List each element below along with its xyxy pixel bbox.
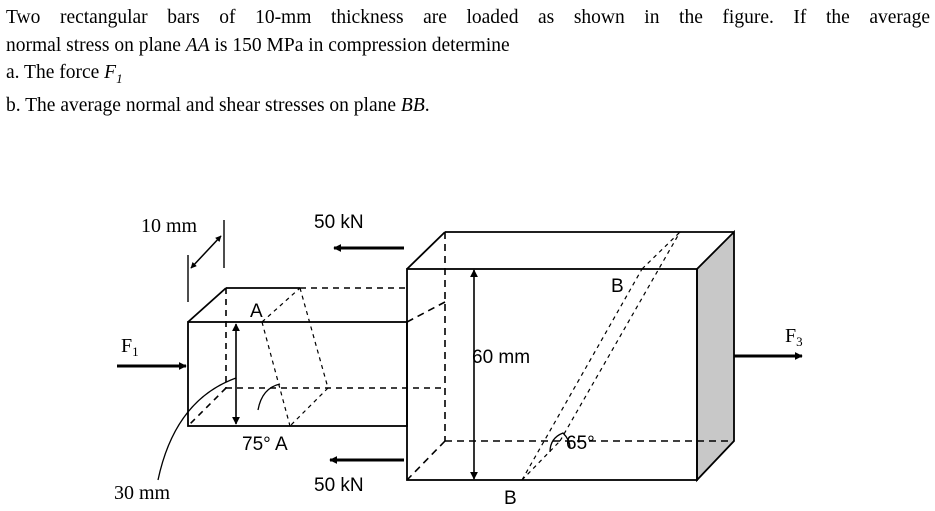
force-f3-label-main: F (785, 325, 796, 347)
thickness-dimension-line (190, 235, 222, 269)
angle-b-arc (549, 432, 571, 453)
plane-b-top-label: B (611, 276, 624, 297)
angle-a-label: 75° A (242, 434, 288, 455)
force-f3-label-sub: 3 (796, 334, 803, 349)
large-bar-hidden-edges (406, 232, 734, 481)
angle-a-arc (257, 383, 281, 411)
part-b-end: . (424, 95, 430, 117)
load-bottom-label: 50 kN (314, 475, 364, 496)
small-bar (187, 287, 408, 427)
problem-part-b: b. The average normal and shear stresses… (6, 92, 930, 120)
plane-b-bottom-label: B (504, 488, 517, 509)
problem-part-a: a. The force F1 (6, 59, 930, 92)
part-a-text: a. The force (6, 62, 105, 83)
force-f1-label: F1 (121, 335, 139, 359)
plane-a-top-label: A (250, 301, 263, 322)
large-bar-side-face (696, 229, 735, 483)
plane-b (521, 231, 681, 481)
small-bar-front-face (187, 321, 408, 427)
force-f3-label: F3 (785, 325, 803, 349)
small-bar-hidden-edges (187, 287, 445, 427)
problem-line-2: normal stress on plane AA is 150 MPa in … (6, 32, 930, 60)
plane-aa-ref: AA (185, 34, 210, 56)
height-60mm-label: 60 mm (472, 347, 530, 368)
height-30mm-label: 30 mm (114, 482, 171, 504)
problem-statement: Two rectangular bars of 10-mm thickness … (6, 4, 930, 120)
force-f1-label-main: F (121, 335, 132, 357)
force-f1-ref-sub: 1 (116, 70, 123, 86)
force-f1-label-sub: 1 (132, 344, 139, 359)
plane-bb-ref: BB (400, 95, 425, 117)
load-top-label: 50 kN (314, 212, 364, 233)
problem-line-1: Two rectangular bars of 10-mm thickness … (6, 7, 930, 28)
large-bar-front-face (406, 268, 698, 481)
thickness-label: 10 mm (141, 215, 198, 237)
height-30mm-leader (157, 377, 237, 481)
angle-b-label: 65° (566, 433, 595, 454)
force-f1-ref: F (104, 62, 117, 83)
problem-line-2-text: normal stress on plane (6, 34, 186, 56)
part-b-text: b. The average normal and shear stresses… (6, 95, 401, 117)
problem-line-2-rest: is 150 MPa in compression determine (209, 34, 510, 56)
plane-a (261, 287, 329, 427)
